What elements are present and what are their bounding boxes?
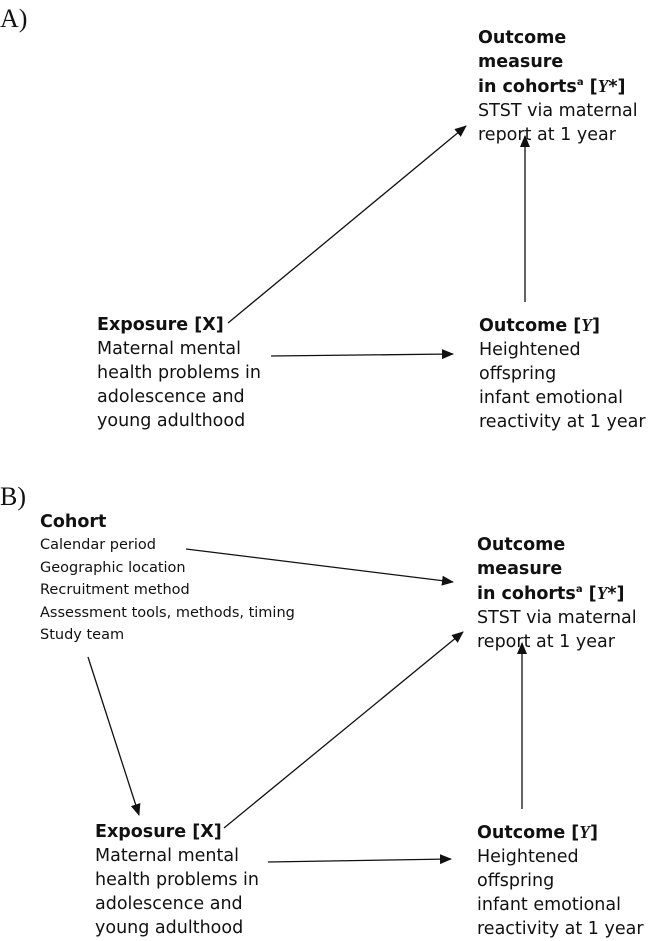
cohort-title: Cohort [40,512,107,532]
exposure-title: Exposure [X] [95,822,222,842]
exposure-line: adolescence and [97,387,245,407]
panel-b-label: B) [0,482,26,511]
outcome-measure-title: Outcome measure [477,535,566,579]
arrow-b-cohort-to-exposure [87,656,141,816]
outcome-measure-line: report at 1 year [478,125,616,145]
outcome-measure-title-line2: in cohortsa [Y*] [477,583,625,604]
cohort-line: Study team [40,627,125,643]
outcome-measure-title: Outcome measure [478,28,567,72]
outcome-line: infant emotional [477,895,621,915]
outcome-title: Outcome [Y] [479,315,600,336]
outcome-line: reactivity at 1 year [477,919,644,939]
arrow-b-exposure-to-outcome-measure [223,631,464,829]
exposure-line: Maternal mental [97,339,241,359]
exposure-line: health problems in [97,363,262,383]
outcome-measure-line: STST via maternal [477,608,637,628]
panel-a-outcome-node: Outcome [Y] Heightened offspring infant … [479,313,656,434]
panel-b-cohort-node: Cohort Calendar period Geographic locati… [40,510,295,647]
panel-a-outcome-measure-node: Outcome measure in cohortsa [Y*] STST vi… [478,26,656,147]
panel-b-outcome-node: Outcome [Y] Heightened offspring infant … [477,820,656,941]
exposure-line: young adulthood [97,411,246,431]
outcome-line: reactivity at 1 year [479,412,646,432]
exposure-line: Maternal mental [95,846,239,866]
outcome-measure-line: STST via maternal [478,101,638,121]
exposure-line: adolescence and [95,894,243,914]
outcome-title: Outcome [Y] [477,822,598,843]
outcome-line: Heightened offspring [479,340,581,384]
arrow-a-exposure-to-outcome [270,349,454,360]
panel-b-outcome-measure-node: Outcome measure in cohortsa [Y*] STST vi… [477,533,656,654]
arrow-b-exposure-to-outcome [267,854,452,865]
arrow-b-cohort-to-outcome-measure [185,548,454,586]
cohort-line: Recruitment method [40,582,190,598]
exposure-line: health problems in [95,870,260,890]
panel-b-exposure-node: Exposure [X] Maternal mental health prob… [95,820,259,940]
panel-a-exposure-node: Exposure [X] Maternal mental health prob… [97,313,261,433]
outcome-line: Heightened offspring [477,847,579,891]
exposure-line: young adulthood [95,918,244,938]
cohort-line: Calendar period [40,537,156,553]
outcome-line: infant emotional [479,388,623,408]
cohort-line: Assessment tools, methods, timing [40,604,295,621]
panel-a-label: A) [0,4,28,33]
exposure-title: Exposure [X] [97,315,224,335]
arrow-a-exposure-to-outcome-measure [227,125,467,324]
cohort-line: Geographic location [40,559,186,576]
outcome-measure-line: report at 1 year [477,632,615,652]
outcome-measure-title-line2: in cohortsa [Y*] [478,76,626,97]
